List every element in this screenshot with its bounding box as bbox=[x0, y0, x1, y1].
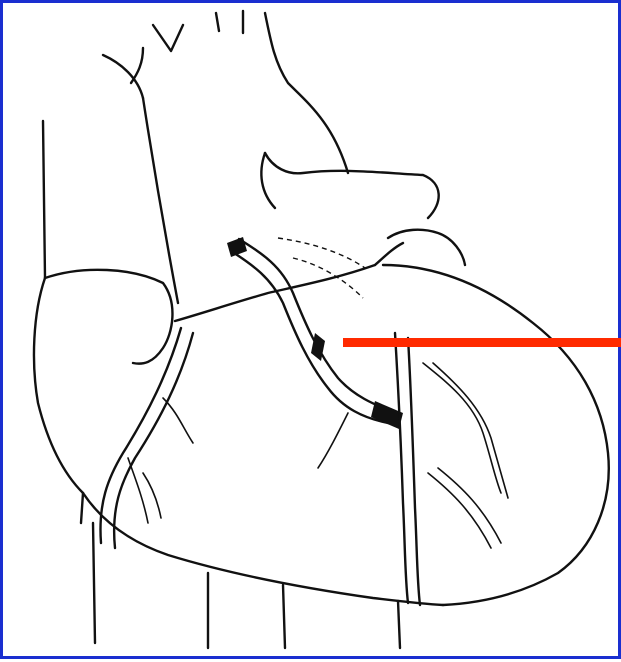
red-pointer-line bbox=[343, 338, 621, 347]
coronary-arteries bbox=[100, 237, 508, 605]
great-vessels bbox=[43, 11, 348, 303]
pulmonary-trunk bbox=[261, 153, 465, 298]
ventricles bbox=[81, 265, 609, 605]
heart-diagram bbox=[3, 3, 621, 662]
right-atrium bbox=[34, 270, 172, 493]
